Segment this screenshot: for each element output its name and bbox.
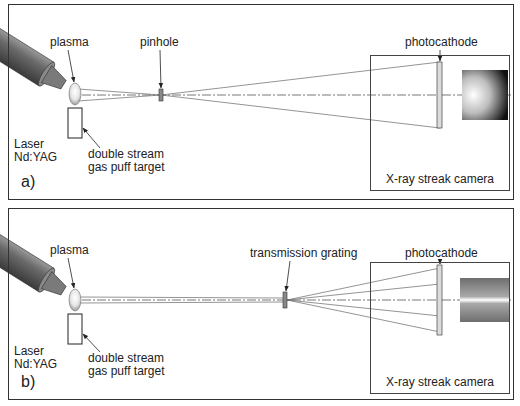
grating-symbol (283, 292, 287, 308)
x-ray-ray (78, 62, 440, 101)
part-label: double stream gas puff target (88, 352, 180, 378)
pinhole-symbol (159, 89, 163, 101)
part-label: Laser Nd:YAG (14, 138, 60, 164)
panel-letter: b) (21, 373, 35, 391)
part-label: transmission grating (250, 247, 357, 260)
diffracted-ray (287, 300, 440, 332)
x-ray-ray (78, 89, 440, 128)
laser-nozzle (41, 272, 69, 300)
leader-line (160, 50, 161, 88)
part-label: plasma (50, 244, 89, 257)
panel-letter: a) (21, 173, 35, 191)
device-name: X-ray streak camera (371, 172, 509, 186)
optical-axis (82, 95, 512, 96)
streak-image (460, 278, 510, 322)
diffracted-ray (287, 284, 440, 300)
leader-line (83, 128, 100, 148)
plasma-symbol (69, 289, 81, 311)
x-ray-ray (78, 302, 285, 303)
photocathode-plate (437, 62, 442, 128)
device-name: X-ray streak camera (371, 375, 509, 389)
part-label: pinhole (140, 36, 179, 49)
panel-frame: b) X-ray streak camera (8, 208, 514, 400)
setup-a (0, 25, 512, 148)
plasma-symbol (69, 83, 81, 105)
leader-line (68, 258, 74, 288)
x-ray-ray (78, 297, 285, 298)
laser-symbol (0, 231, 71, 302)
camera-box: X-ray streak camera (370, 55, 510, 191)
setup-b (0, 231, 512, 352)
part-label: photocathode (405, 247, 478, 260)
streak-image (462, 70, 508, 120)
photocathode-plate (437, 265, 442, 335)
optical-axis (82, 300, 512, 301)
panel-frame: a) X-ray streak camera (8, 4, 514, 200)
camera-box: X-ray streak camera (370, 262, 510, 394)
part-label: plasma (50, 36, 89, 49)
gas-puff-nozzle (68, 108, 82, 138)
diffracted-ray (287, 268, 440, 300)
part-label: Laser Nd:YAG (14, 345, 60, 371)
gas-puff-nozzle (68, 314, 82, 344)
part-label: double stream gas puff target (88, 148, 180, 174)
diffracted-ray (287, 300, 440, 316)
leader-line (286, 261, 290, 291)
part-label: photocathode (405, 36, 478, 49)
leader-line (68, 50, 74, 82)
leader-line (83, 334, 100, 352)
laser-nozzle (41, 66, 69, 94)
